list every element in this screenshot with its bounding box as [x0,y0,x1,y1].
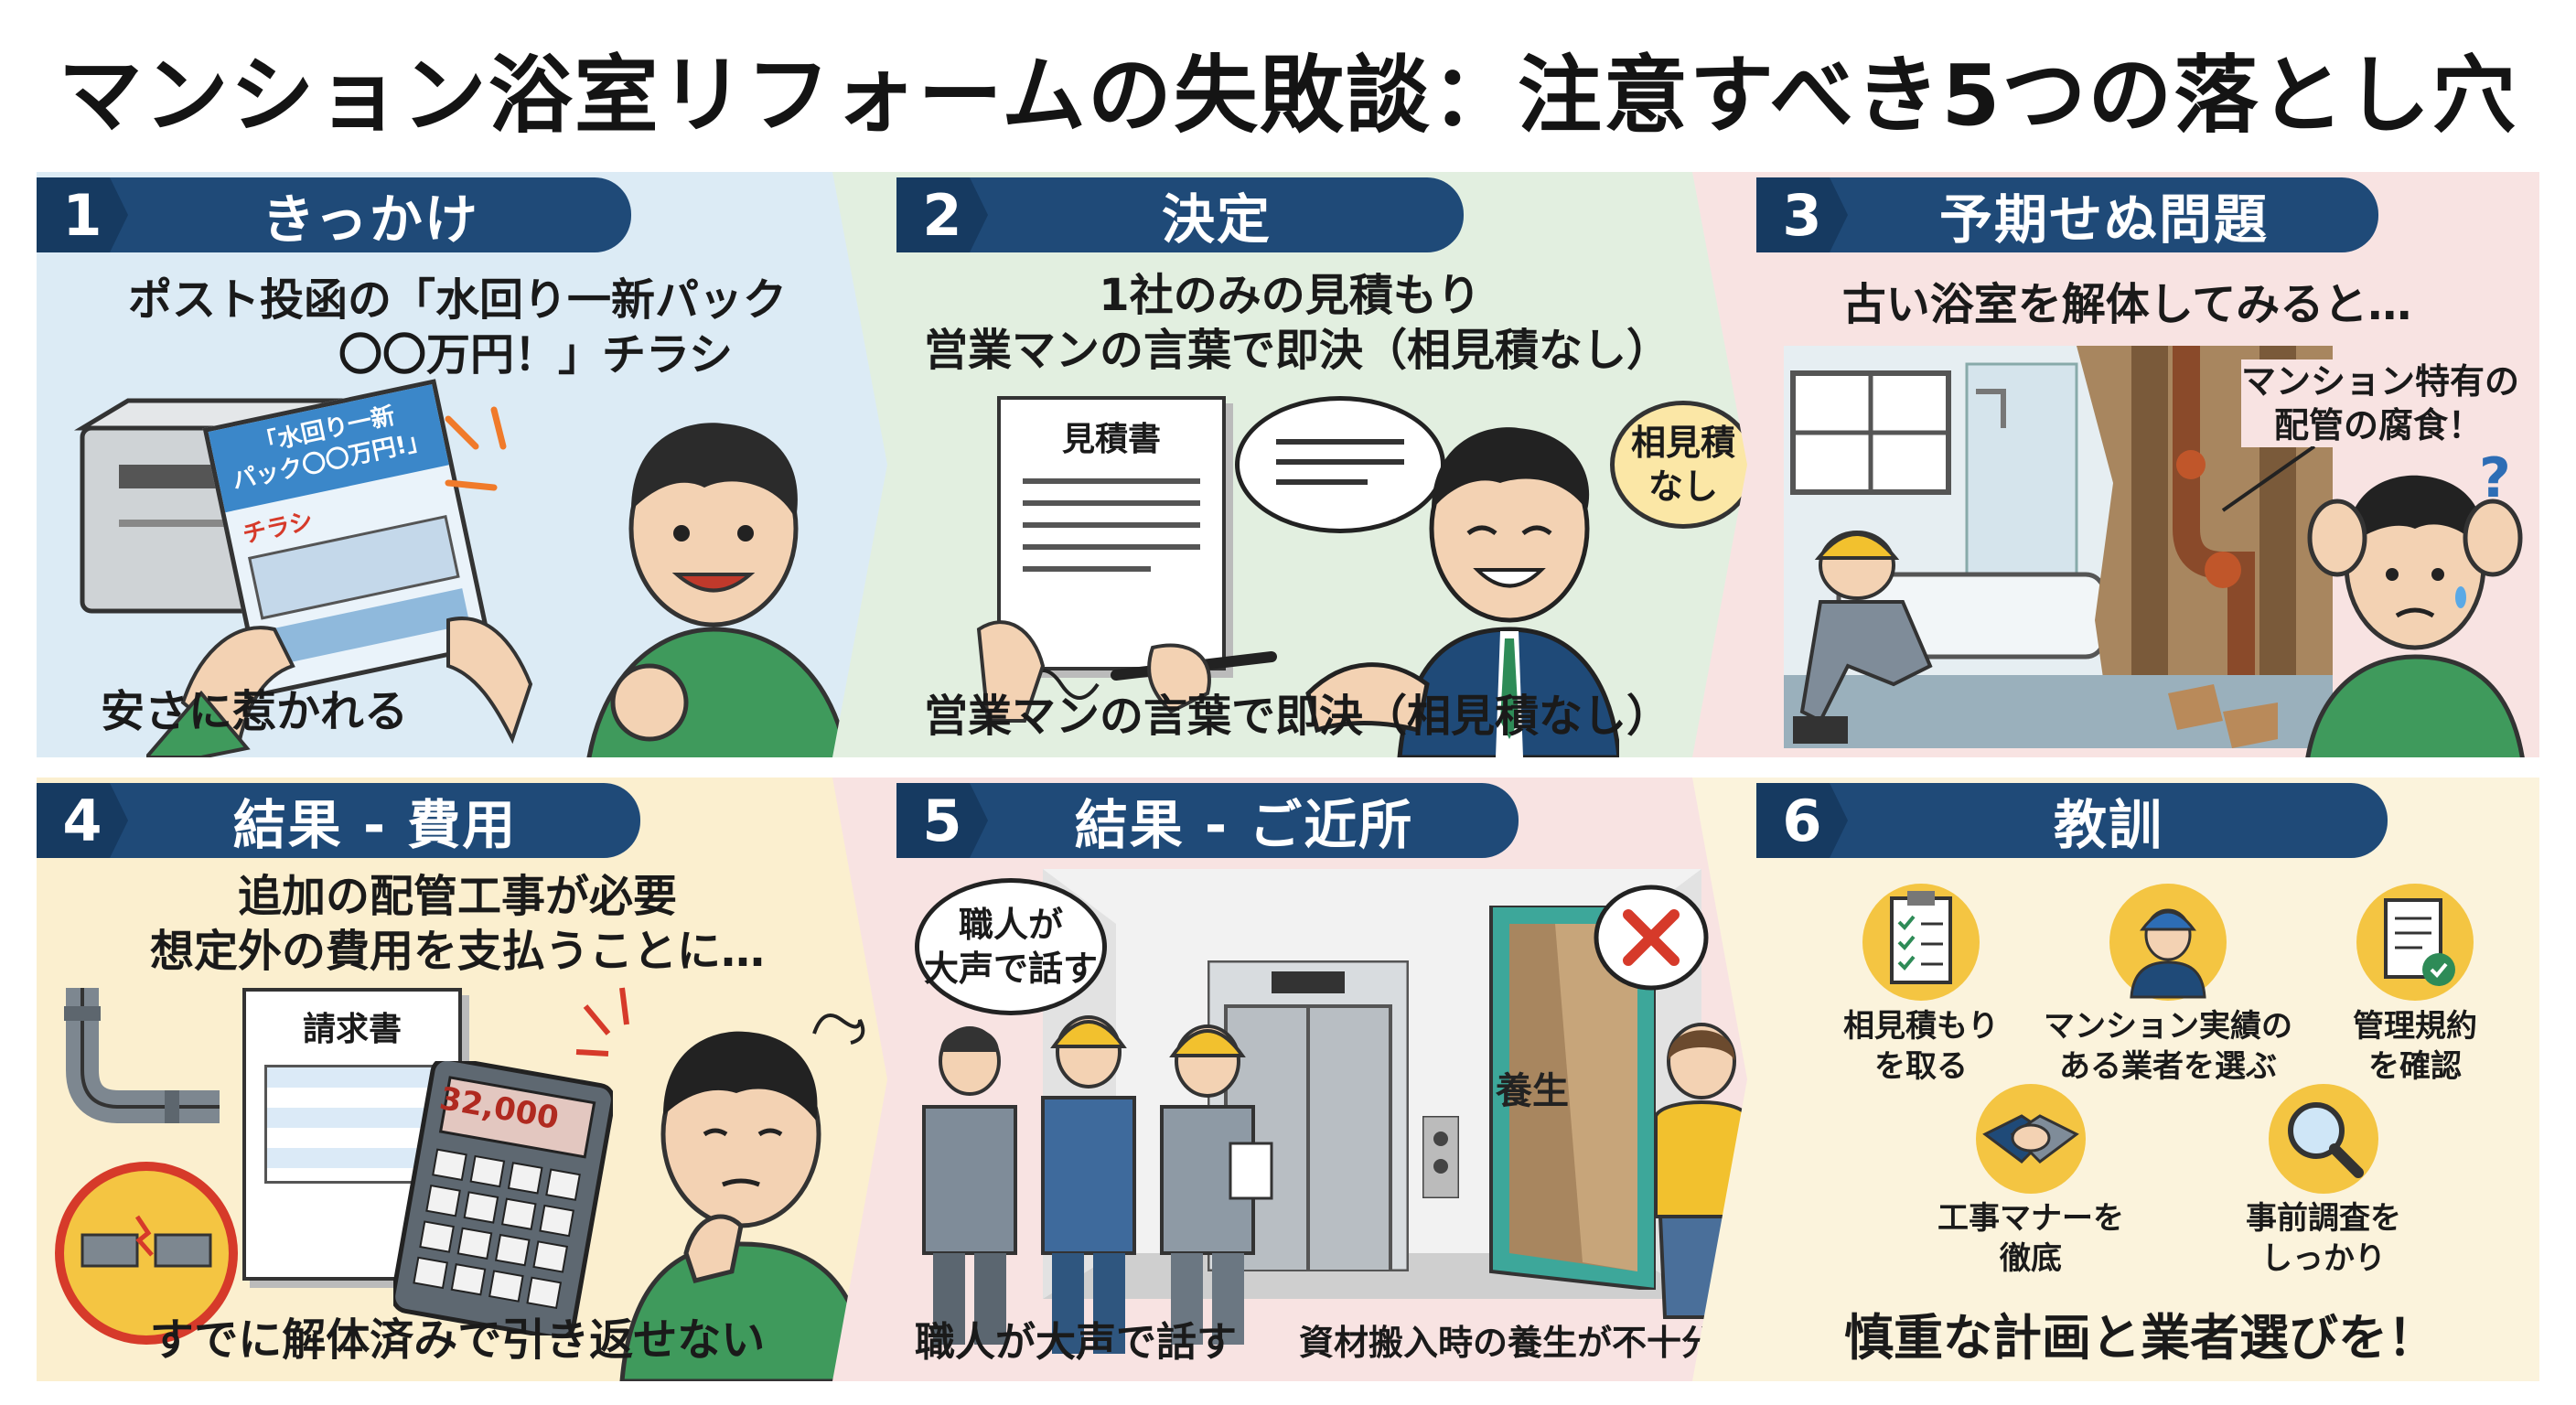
panel-6-header-label: 教訓 [2053,794,2163,856]
panel-2-header-label: 決定 [1161,188,1272,251]
panel-5-header: 5 結果 - ご近所 [896,783,1519,858]
panel-6-number: 6 [1756,783,1848,858]
page-title: マンション浴室リフォームの失敗談：注意すべき5つの落とし穴 [58,47,2518,145]
lesson-item-2: マンション実績の ある業者を選ぶ [2022,878,2314,1087]
lesson-3-line1: 管理規約 [2353,1008,2477,1045]
panel-6-header: 6 教訓 [1756,783,2388,858]
calculator-icon [393,1061,613,1335]
workers-icon [922,1015,1273,1354]
corrosion-callout-line2: 配管の腐食！ [2273,405,2483,445]
lesson-1-line1: 相見積もり [1843,1008,1999,1045]
bathroom-icon [1784,346,2333,748]
rules-document-icon [2356,884,2474,1001]
loud-workers-bubble-line1: 職人が [958,905,1063,945]
lesson-5-line1: 事前調査を [2246,1200,2401,1237]
panel-6-conclusion: 慎重な計画と業者選びを！ [1844,1309,2437,1367]
panel-3-header-label: 予期せぬ問題 [1938,188,2269,251]
panel-4-bottom-caption: すでに解体済みで引き返せない [149,1314,766,1366]
worried-man-icon [2305,475,2525,757]
worker-icon [1793,531,1933,744]
lesson-5-line2: しっかり [2261,1240,2386,1277]
panel-2-number: 2 [896,177,988,252]
protection-sheet-icon [1489,906,1656,1290]
no-comparison-line1: 相見積 [1630,423,1735,463]
excitement-lines-icon [445,406,507,491]
loud-workers-bubble: 職人が 大声で話す [915,878,1107,1015]
callout-pointer-icon [2221,446,2316,512]
lesson-2-line1: マンション実績の [2044,1008,2292,1045]
handshake-icon [1976,1084,2086,1194]
panel-3-header: 3 予期せぬ問題 [1756,177,2378,252]
panel-2-text-line2: 営業マンの言葉で即決（相見積なし） [924,325,1671,376]
broken-pipe-warning-icon [55,1162,238,1345]
no-comparison-line2: なし [1648,467,1718,507]
protection-label: 養生 [1496,1070,1569,1112]
panel-3-number: 3 [1756,177,1848,252]
panel-5-bottom-left-caption: 職人が大声で話す [915,1319,1237,1366]
panel-1-number: 1 [37,177,128,252]
panel-1-header: 1 きっかけ [37,177,631,252]
speech-bubble-icon [1235,396,1445,533]
panel-1-text-line1: ポスト投函の「水回り一新パック [127,274,787,326]
panel-5-number: 5 [896,783,988,858]
corrosion-callout-line1: マンション特有の [2241,361,2520,402]
panel-1-bottom-caption: 安さに惹かれる [101,686,409,737]
pen-icon [976,620,1277,723]
lesson-1-line2: を取る [1874,1048,1968,1085]
lesson-item-4: 工事マナーを 徹底 [1912,1079,2150,1279]
panel-4-header: 4 結果 - 費用 [37,783,640,858]
panel-3-text-line1: 古い浴室を解体してみると… [1841,279,2412,330]
pipe-icon [64,988,220,1123]
panel-1-text-line2: 〇〇万円！」チラシ [338,329,734,381]
panel-5-header-label: 結果 - ご近所 [1074,794,1414,856]
contractor-icon [2109,884,2227,1001]
panel-2-decision: 2 決定 1社のみの見積もり 営業マンの言葉で即決（相見積なし） 見積書 [832,172,1756,757]
magnifier-icon [2269,1084,2378,1194]
panel-4-text-line1: 追加の配管工事が必要 [237,871,677,922]
panel-4-cost-result: 4 結果 - 費用 追加の配管工事が必要 想定外の費用を支払うことに… 請求書 [37,778,896,1381]
panel-4-header-label: 結果 - 費用 [232,794,518,856]
panel-2-text-line1: 1社のみの見積もり [1099,270,1481,321]
elevator-panel-icon [1422,1116,1459,1198]
corrosion-callout: マンション特有の 配管の腐食！ [2241,359,2520,447]
salesman-icon [1305,427,1619,757]
lesson-2-line2: ある業者を選ぶ [2059,1048,2277,1085]
panel-6-lessons: 6 教訓 相見積もり を取る マンション実績の ある業者を選ぶ [1692,778,2539,1381]
estimate-document-title: 見積書 [1061,421,1161,458]
hands-icon [146,617,533,757]
thinking-man-icon [619,1031,872,1381]
loud-workers-bubble-line2: 大声で話す [923,949,1098,989]
lesson-4-line1: 工事マナーを [1937,1200,2124,1237]
panel-4-number: 4 [37,783,128,858]
lesson-item-1: 相見積もり を取る [1820,878,2022,1087]
lesson-4-line2: 徹底 [2000,1240,2062,1277]
neighbor-woman-icon [1654,1023,1749,1319]
checklist-icon [1862,884,1980,1001]
confused-squiggle-icon [812,1014,865,1045]
panel-1-trigger: 1 きっかけ ポスト投函の「水回り一新パック 〇〇万円！」チラシ 「水回り一新 … [37,172,896,757]
panel-3-unexpected-problem: 3 予期せぬ問題 古い浴室を解体してみると… マンション特有の 配管の腐食！ [1692,172,2539,757]
panel-4-text-line2: 想定外の費用を支払うことに… [149,926,765,977]
lesson-item-3: 管理規約 を確認 [2324,878,2506,1087]
panel-2-bottom-caption: 営業マンの言葉で即決（相見積なし） [924,691,1671,742]
lesson-item-5: 事前調査を しっかり [2205,1079,2442,1279]
panel-5-bottom-right-caption: 資材搬入時の養生が不十分 [1299,1323,1717,1363]
stress-lines-icon [575,987,629,1056]
invoice-title: 請求書 [302,1011,402,1048]
panel-2-header: 2 決定 [896,177,1464,252]
panel-5-neighbor-result: 5 結果 - ご近所 養生 職人が 大声で話す [832,778,1756,1381]
estimate-document-icon: 見積書 [997,396,1226,670]
question-mark: ? [2479,446,2511,510]
excited-man-icon [586,423,850,757]
cross-mark-icon [1594,885,1709,991]
lesson-3-line2: を確認 [2368,1048,2462,1085]
no-comparison-bubble: 相見積 なし [1610,401,1756,529]
panel-1-header-label: きっかけ [262,188,479,251]
